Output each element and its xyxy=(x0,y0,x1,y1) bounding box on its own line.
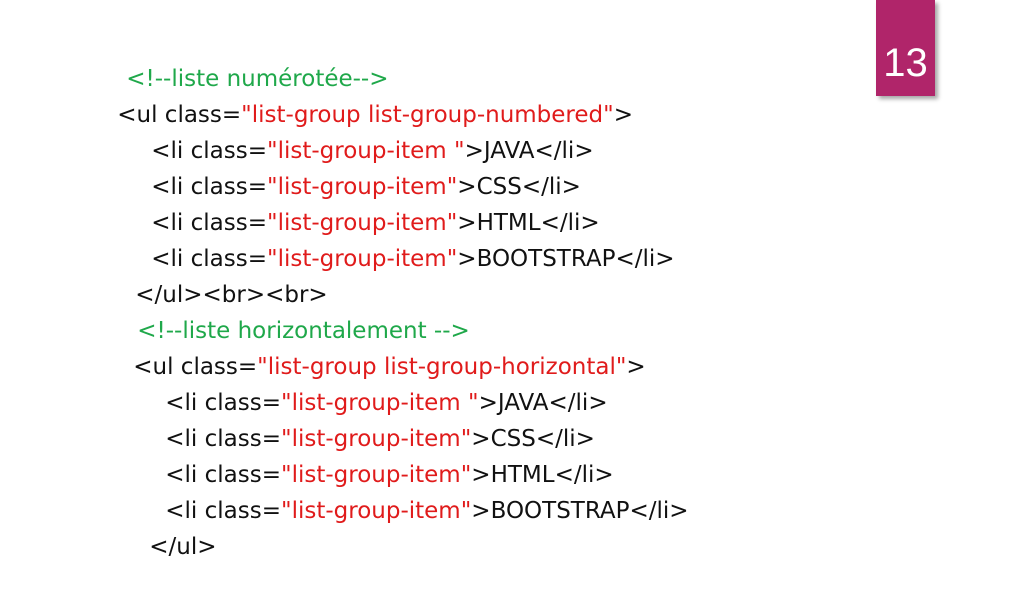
li-open-tag: <li class= xyxy=(165,426,281,452)
li-open-tag: <li class= xyxy=(151,174,267,200)
li-content: >JAVA</li> xyxy=(478,390,608,416)
li-class-value: "list-group-item" xyxy=(280,426,472,452)
li-open-tag: <li class= xyxy=(151,210,267,236)
code-line-11: <li class="list-group-item">CSS</li> xyxy=(136,394,595,484)
li-class-value: "list-group-item" xyxy=(280,462,472,488)
li-class-value: "list-group-item" xyxy=(280,498,472,524)
code-line-10: <li class="list-group-item ">JAVA</li> xyxy=(136,358,608,448)
li-content: >BOOTSTRAP</li> xyxy=(457,246,675,272)
code-line-2: <ul class="list-group list-group-numbere… xyxy=(88,70,633,160)
ul-close-bracket: > xyxy=(613,102,633,128)
li-content: >BOOTSTRAP</li> xyxy=(471,498,689,524)
li-class-value: "list-group-item " xyxy=(280,390,479,416)
comment-numbered-list: <!--liste numérotée--> xyxy=(126,66,389,92)
code-line-3: <li class="list-group-item ">JAVA</li> xyxy=(122,106,594,196)
li-content: >HTML</li> xyxy=(457,210,600,236)
code-line-13: <li class="list-group-item">BOOTSTRAP</l… xyxy=(136,466,689,556)
li-open-tag: <li class= xyxy=(165,498,281,524)
li-open-tag: <li class= xyxy=(151,138,267,164)
code-line-12: <li class="list-group-item">HTML</li> xyxy=(136,430,614,520)
li-content: >CSS</li> xyxy=(457,174,581,200)
li-open-tag: <li class= xyxy=(165,462,281,488)
slide-number: 13 xyxy=(883,41,928,85)
code-line-6: <li class="list-group-item">BOOTSTRAP</l… xyxy=(122,214,675,304)
li-class-value: "list-group-item" xyxy=(266,246,458,272)
li-content: >CSS</li> xyxy=(471,426,595,452)
comment-horizontal-list: <!--liste horizontalement --> xyxy=(137,318,470,344)
li-open-tag: <li class= xyxy=(165,390,281,416)
ul-close-bracket: > xyxy=(626,354,646,380)
li-class-value: "list-group-item" xyxy=(266,210,458,236)
code-line-1: <!--liste numérotée--> xyxy=(97,34,389,124)
code-line-5: <li class="list-group-item">HTML</li> xyxy=(122,178,600,268)
ul-open-tag: <ul class= xyxy=(117,102,242,128)
li-content: >JAVA</li> xyxy=(464,138,594,164)
code-block: <!--liste numérotée--> <ul class="list-g… xyxy=(88,34,689,560)
ul-end-tag: </ul> xyxy=(149,534,217,560)
ul-class-value: "list-group list-group-numbered" xyxy=(241,102,614,128)
li-class-value: "list-group-item" xyxy=(266,174,458,200)
slide-number-badge: 13 xyxy=(876,0,935,96)
code-line-8: <!--liste horizontalement --> xyxy=(108,286,470,376)
code-line-9: <ul class="list-group list-group-horizon… xyxy=(104,322,646,412)
ul-end-and-breaks: </ul><br><br> xyxy=(135,282,328,308)
li-content: >HTML</li> xyxy=(471,462,614,488)
li-open-tag: <li class= xyxy=(151,246,267,272)
ul-class-value: "list-group list-group-horizontal" xyxy=(257,354,627,380)
code-line-4: <li class="list-group-item">CSS</li> xyxy=(122,142,581,232)
code-line-7: </ul><br><br> xyxy=(106,250,328,340)
li-class-value: "list-group-item " xyxy=(266,138,465,164)
ul-open-tag: <ul class= xyxy=(133,354,258,380)
code-line-14: </ul> xyxy=(120,502,217,592)
